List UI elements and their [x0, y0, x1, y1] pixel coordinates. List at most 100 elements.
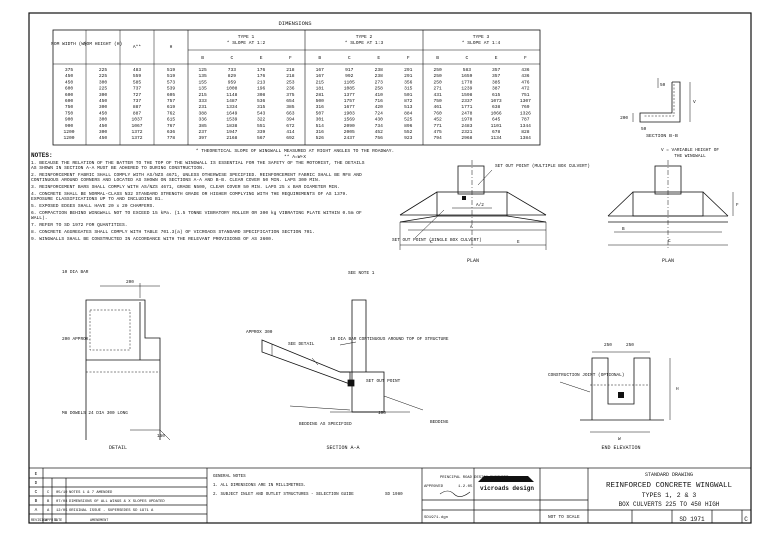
- table-cell: 1771: [461, 104, 472, 110]
- rev-letter: E: [35, 472, 38, 477]
- header-nom-width: NOM WIDTH (W): [51, 41, 87, 47]
- table-cell: 291: [404, 73, 413, 79]
- sub-header-b: B: [201, 55, 204, 61]
- table-cell: 1377: [344, 92, 355, 98]
- table-cell: 663: [286, 110, 295, 116]
- table-cell: 135: [198, 73, 207, 79]
- table-cell: 1326: [520, 110, 531, 116]
- rev-row-cell: DIMENSIONS OF ALL WINGS & X SLOPES UPDAT…: [69, 500, 165, 504]
- table-cell: 316: [316, 104, 325, 110]
- table-cell: 300: [99, 129, 108, 135]
- detail-approx-label: 200 APPROX.: [62, 337, 91, 342]
- table-cell: 375: [286, 92, 295, 98]
- rev-letter: A: [35, 508, 38, 513]
- rev-row-cell: A: [47, 509, 50, 513]
- table-cell: 450: [99, 110, 108, 116]
- general-note-2: 2. SUBJECT INLET AND OUTLET STRUCTURES -…: [213, 493, 354, 497]
- table-cell: 600: [65, 98, 74, 104]
- bb-note-1: V = VARIABLE HEIGHT OF: [661, 148, 719, 153]
- table-cell: 762: [167, 110, 176, 116]
- table-cell: 1334: [226, 104, 237, 110]
- table-cell: 767: [167, 123, 176, 129]
- aa-dim-100: 100: [378, 411, 386, 416]
- table-cell: 356: [404, 79, 413, 85]
- table-cell: 357: [492, 73, 501, 79]
- end-dim-w: W: [618, 437, 621, 442]
- table-cell: 605: [167, 92, 176, 98]
- table-cell: 917: [345, 67, 354, 73]
- rev-row-cell: C: [47, 491, 50, 495]
- table-cell: 692: [286, 135, 295, 141]
- table-cell: 756: [375, 135, 384, 141]
- header-nom-height: NOM HEIGHT (H): [84, 41, 123, 47]
- table-cell: 236: [286, 86, 295, 92]
- table-cell: 1344: [520, 123, 531, 129]
- rev-letter: B: [35, 499, 38, 504]
- table-cell: 829: [228, 73, 237, 79]
- table-cell: 551: [257, 123, 266, 129]
- table-cell: 215: [316, 79, 325, 85]
- table-cell: 291: [404, 67, 413, 73]
- table-cell: 1947: [226, 129, 237, 135]
- sub-header-b: B: [436, 55, 439, 61]
- plan-dim-e: E: [517, 240, 520, 245]
- table-cell: 181: [316, 86, 325, 92]
- table-cell: 1649: [226, 110, 237, 116]
- table-cell: 250: [433, 73, 442, 79]
- sub-header-c: C: [230, 55, 233, 61]
- sub-header-e: E: [377, 55, 380, 61]
- table-cell: 1778: [461, 79, 472, 85]
- table-cell: 385: [198, 123, 207, 129]
- type1-name: TYPE 1: [238, 34, 255, 40]
- table-cell: 1978: [461, 117, 472, 123]
- section-aa: [261, 299, 424, 413]
- table-cell: 872: [404, 98, 413, 104]
- bb-dim-v: V: [693, 99, 696, 105]
- table-cell: 196: [257, 86, 266, 92]
- table-cell: 900: [65, 123, 74, 129]
- table-cell: 253: [286, 79, 295, 85]
- table-cell: 1677: [344, 104, 355, 110]
- table-cell: 552: [404, 129, 413, 135]
- rev-row-cell: B: [47, 500, 50, 504]
- table-cell: 583: [463, 67, 472, 73]
- table-cell: 750: [433, 98, 442, 104]
- table-cell: 1487: [226, 98, 237, 104]
- table-cell: 450: [65, 79, 74, 85]
- table-cell: 600: [65, 86, 74, 92]
- table-cell: 1659: [461, 73, 472, 79]
- table-cell: 414: [286, 129, 295, 135]
- type2-slope: * SLOPE AT 1:3: [345, 40, 384, 46]
- rev-row-cell: 05/10: [56, 490, 68, 495]
- end-elevation: [559, 351, 671, 433]
- table-cell: 724: [375, 110, 384, 116]
- table-cell: 250: [433, 67, 442, 73]
- table-cell: 300: [99, 104, 108, 110]
- general-note-1: 1. ALL DIMENSIONS ARE IN MILLIMETRES.: [213, 484, 306, 488]
- end-dim-h: H: [676, 387, 679, 392]
- rev-head-cell: DATE: [54, 519, 62, 523]
- table-cell: 237: [198, 129, 207, 135]
- file-label: SD1971.dgn: [424, 515, 449, 520]
- table-cell: 281: [316, 92, 325, 98]
- table-cell: 430: [375, 117, 384, 123]
- table-title: DIMENSIONS: [278, 20, 312, 27]
- table-cell: 271: [433, 86, 442, 92]
- table-cell: 1101: [491, 123, 502, 129]
- table-cell: 225: [99, 86, 108, 92]
- table-cell: 238: [375, 67, 384, 73]
- manager-label: PRINCIPAL ROAD DESIGN ENGINEER: [440, 476, 509, 480]
- table-cell: 1838: [226, 123, 237, 129]
- table-cell: 716: [375, 98, 384, 104]
- table-cell: 760: [433, 110, 442, 116]
- table-cell: 1539: [226, 117, 237, 123]
- table-cell: 300: [99, 117, 108, 123]
- table-cell: 472: [521, 86, 530, 92]
- sub-header-f: F: [407, 55, 410, 61]
- table-cell: 543: [257, 110, 266, 116]
- table-cell: 559: [133, 73, 142, 79]
- sub-header-c: C: [348, 55, 351, 61]
- table-cell: 884: [404, 110, 413, 116]
- set-out-single-label: SET OUT POINT (SINGLE BOX CULVERT): [392, 238, 482, 243]
- plan-right-label: PLAN: [662, 258, 674, 264]
